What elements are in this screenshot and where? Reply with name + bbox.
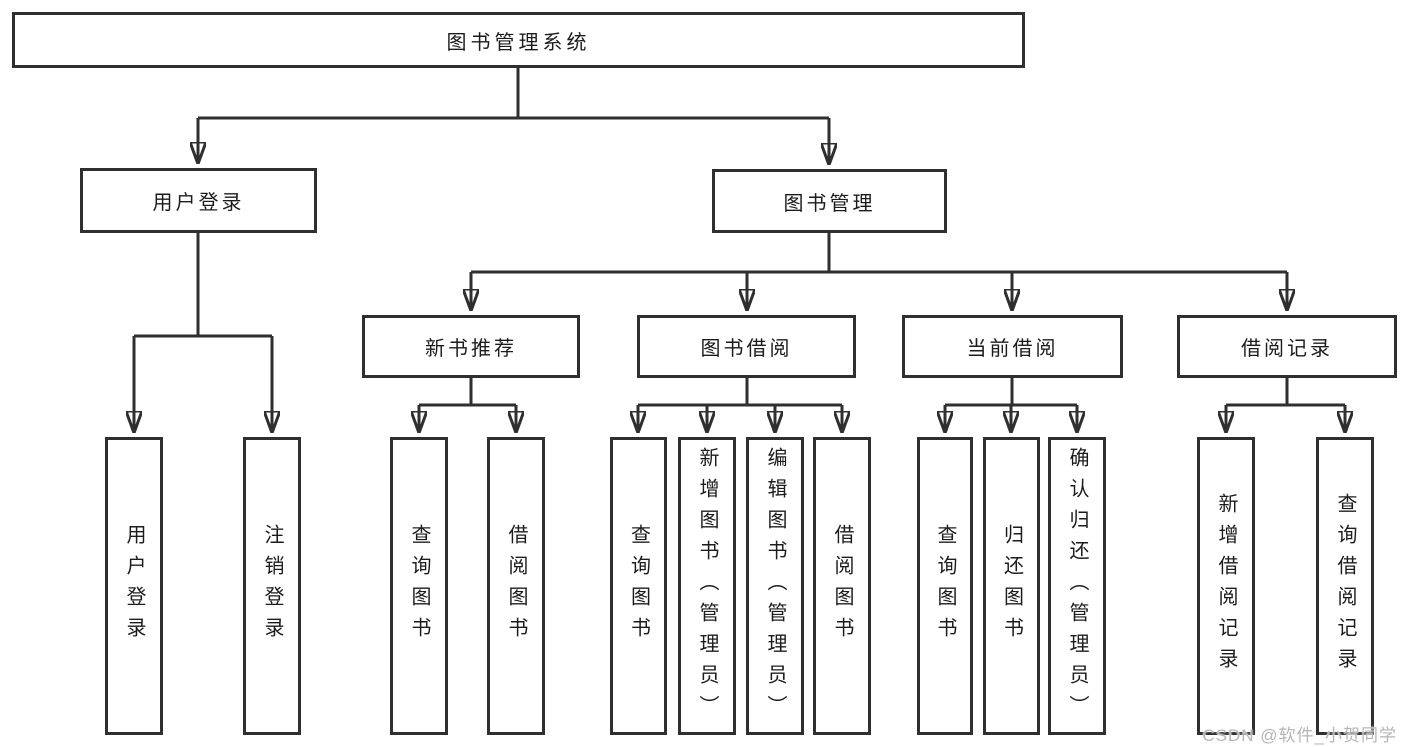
node-label: 归还图书 <box>1000 524 1023 648</box>
edge-group-current-borrow <box>945 378 1077 432</box>
node-label: 借阅图书 <box>831 524 853 648</box>
edge-group-borrow-record <box>1226 378 1345 432</box>
node-label: 新书推荐 <box>425 338 517 360</box>
node-label: 新增借阅记录 <box>1215 493 1237 679</box>
leaf-logout: 注销登录 <box>243 437 301 735</box>
edge-group-book-management <box>471 233 1287 310</box>
node-label: 查询图书 <box>408 524 430 648</box>
node-label: 查询借阅记录 <box>1334 493 1356 679</box>
leaf-return-book: 归还图书 <box>983 437 1040 735</box>
node-label: 确认归还（管理员） <box>1066 446 1088 726</box>
node-label: 用户登录 <box>152 192 245 214</box>
leaf-query-book-borrow: 查询图书 <box>610 437 667 735</box>
node-label: 图书管理系统 <box>446 31 591 54</box>
edge-group-user-login <box>134 233 272 432</box>
node-book-borrow: 图书借阅 <box>637 315 856 378</box>
leaf-query-borrow-record: 查询借阅记录 <box>1316 437 1374 735</box>
node-label: 当前借阅 <box>966 338 1059 360</box>
csdn-watermark: CSDN @软件_小贺同学 <box>1202 726 1397 745</box>
node-label: 借阅记录 <box>1241 338 1333 360</box>
leaf-query-book-newbook: 查询图书 <box>390 437 448 735</box>
edge-group-root <box>198 68 829 164</box>
node-current-borrow: 当前借阅 <box>902 315 1123 378</box>
node-label: 注销登录 <box>261 524 283 648</box>
leaf-query-book-current: 查询图书 <box>917 437 973 735</box>
edge-group-book-borrow <box>638 378 842 432</box>
node-label: 新增图书（管理员） <box>696 446 718 726</box>
node-label: 编辑图书（管理员） <box>764 446 786 726</box>
leaf-add-borrow-record: 新增借阅记录 <box>1197 437 1255 735</box>
edge-group-new-book <box>419 378 516 432</box>
node-library-management-system: 图书管理系统 <box>12 12 1025 68</box>
node-label: 借阅图书 <box>505 524 527 648</box>
node-label: 用户登录 <box>123 524 145 648</box>
node-borrow-record: 借阅记录 <box>1177 315 1397 378</box>
node-user-login: 用户登录 <box>80 168 317 233</box>
leaf-confirm-return-admin: 确认归还（管理员） <box>1048 437 1106 735</box>
node-book-management: 图书管理 <box>712 169 947 233</box>
leaf-borrow-book-newbook: 借阅图书 <box>487 437 545 735</box>
leaf-edit-book-admin: 编辑图书（管理员） <box>746 437 804 735</box>
leaf-borrow-book: 借阅图书 <box>813 437 871 735</box>
node-label: 图书管理 <box>783 192 876 215</box>
node-label: 查询图书 <box>627 524 650 648</box>
node-label: 查询图书 <box>934 524 956 648</box>
leaf-add-book-admin: 新增图书（管理员） <box>678 437 736 735</box>
node-label: 图书借阅 <box>700 338 793 360</box>
leaf-user-login: 用户登录 <box>105 437 163 735</box>
node-new-book-recommend: 新书推荐 <box>362 315 580 378</box>
